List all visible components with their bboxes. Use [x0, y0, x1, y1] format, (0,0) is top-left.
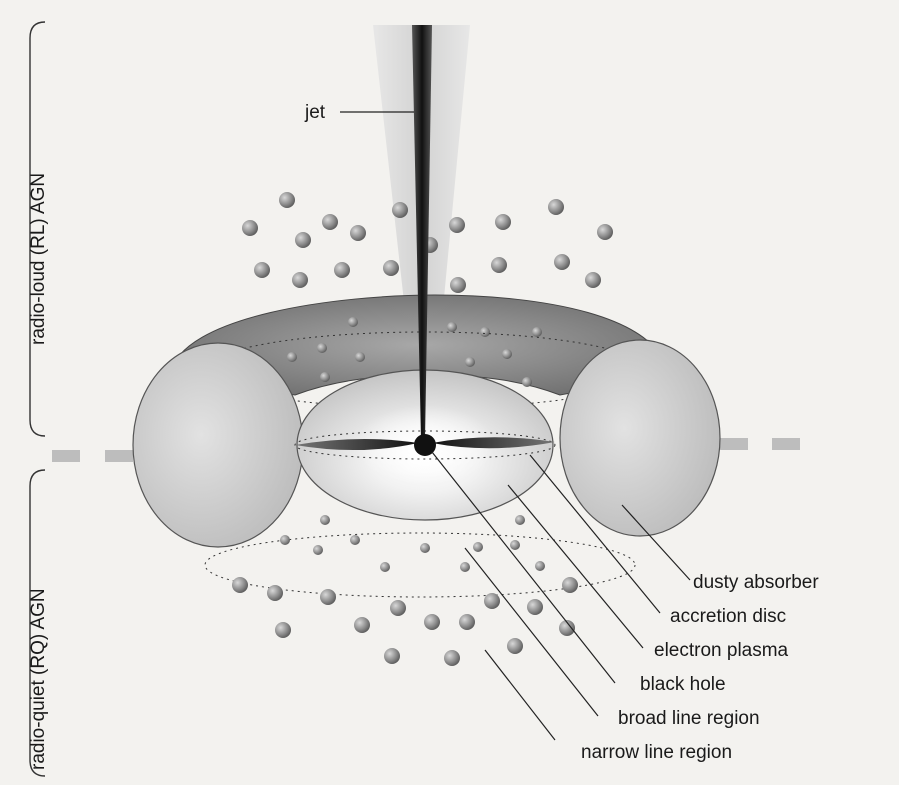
- cloud: [460, 562, 470, 572]
- cloud: [317, 343, 327, 353]
- cloud: [355, 352, 365, 362]
- dusty-absorber-label: dusty absorber: [693, 572, 819, 593]
- cloud: [392, 202, 408, 218]
- cloud: [320, 589, 336, 605]
- cloud: [354, 617, 370, 633]
- cloud: [491, 257, 507, 273]
- cloud: [444, 650, 460, 666]
- narrow-line-region-lower-clouds: [232, 515, 578, 666]
- cloud: [532, 327, 542, 337]
- dusty-torus-left-lobe: [133, 343, 303, 547]
- cloud: [420, 543, 430, 553]
- cloud: [295, 232, 311, 248]
- cloud: [350, 225, 366, 241]
- cloud: [562, 577, 578, 593]
- cloud: [424, 614, 440, 630]
- radio-loud-label: radio-loud (RL) AGN: [28, 173, 49, 345]
- cloud: [522, 377, 532, 387]
- narrow-line-region-leader: [485, 650, 555, 740]
- cloud: [320, 372, 330, 382]
- cloud: [473, 542, 483, 552]
- broad-line-region-label: broad line region: [618, 708, 760, 729]
- cloud: [459, 614, 475, 630]
- cloud: [287, 352, 297, 362]
- cloud: [254, 262, 270, 278]
- cloud: [383, 260, 399, 276]
- cloud: [348, 317, 358, 327]
- cloud: [313, 545, 323, 555]
- cloud: [515, 515, 525, 525]
- cloud: [527, 599, 543, 615]
- cloud: [384, 648, 400, 664]
- radio-quiet-label: radio-quiet (RQ) AGN: [28, 588, 49, 770]
- cloud: [275, 622, 291, 638]
- electron-plasma-label: electron plasma: [654, 640, 789, 661]
- cloud: [502, 349, 512, 359]
- cloud: [484, 593, 500, 609]
- cloud: [334, 262, 350, 278]
- cloud: [322, 214, 338, 230]
- cloud: [279, 192, 295, 208]
- cloud: [320, 515, 330, 525]
- cloud: [449, 217, 465, 233]
- cloud: [597, 224, 613, 240]
- cloud: [380, 562, 390, 572]
- cloud: [280, 535, 290, 545]
- cloud: [447, 322, 457, 332]
- narrow-line-region-label: narrow line region: [581, 742, 732, 763]
- cloud: [510, 540, 520, 550]
- cloud: [242, 220, 258, 236]
- cloud: [292, 272, 308, 288]
- cloud: [232, 577, 248, 593]
- cloud: [450, 277, 466, 293]
- broad-line-region-leader: [465, 548, 598, 716]
- cloud: [267, 585, 283, 601]
- cloud: [390, 600, 406, 616]
- jet-label: jet: [304, 102, 326, 123]
- cloud: [495, 214, 511, 230]
- accretion-disc-label: accretion disc: [670, 606, 786, 627]
- cloud: [585, 272, 601, 288]
- black-hole-label: black hole: [640, 674, 726, 695]
- cloud: [465, 357, 475, 367]
- cloud: [350, 535, 360, 545]
- cloud: [554, 254, 570, 270]
- cloud: [480, 327, 490, 337]
- cloud: [535, 561, 545, 571]
- cloud: [507, 638, 523, 654]
- dusty-torus-right-lobe: [560, 340, 720, 536]
- cloud: [548, 199, 564, 215]
